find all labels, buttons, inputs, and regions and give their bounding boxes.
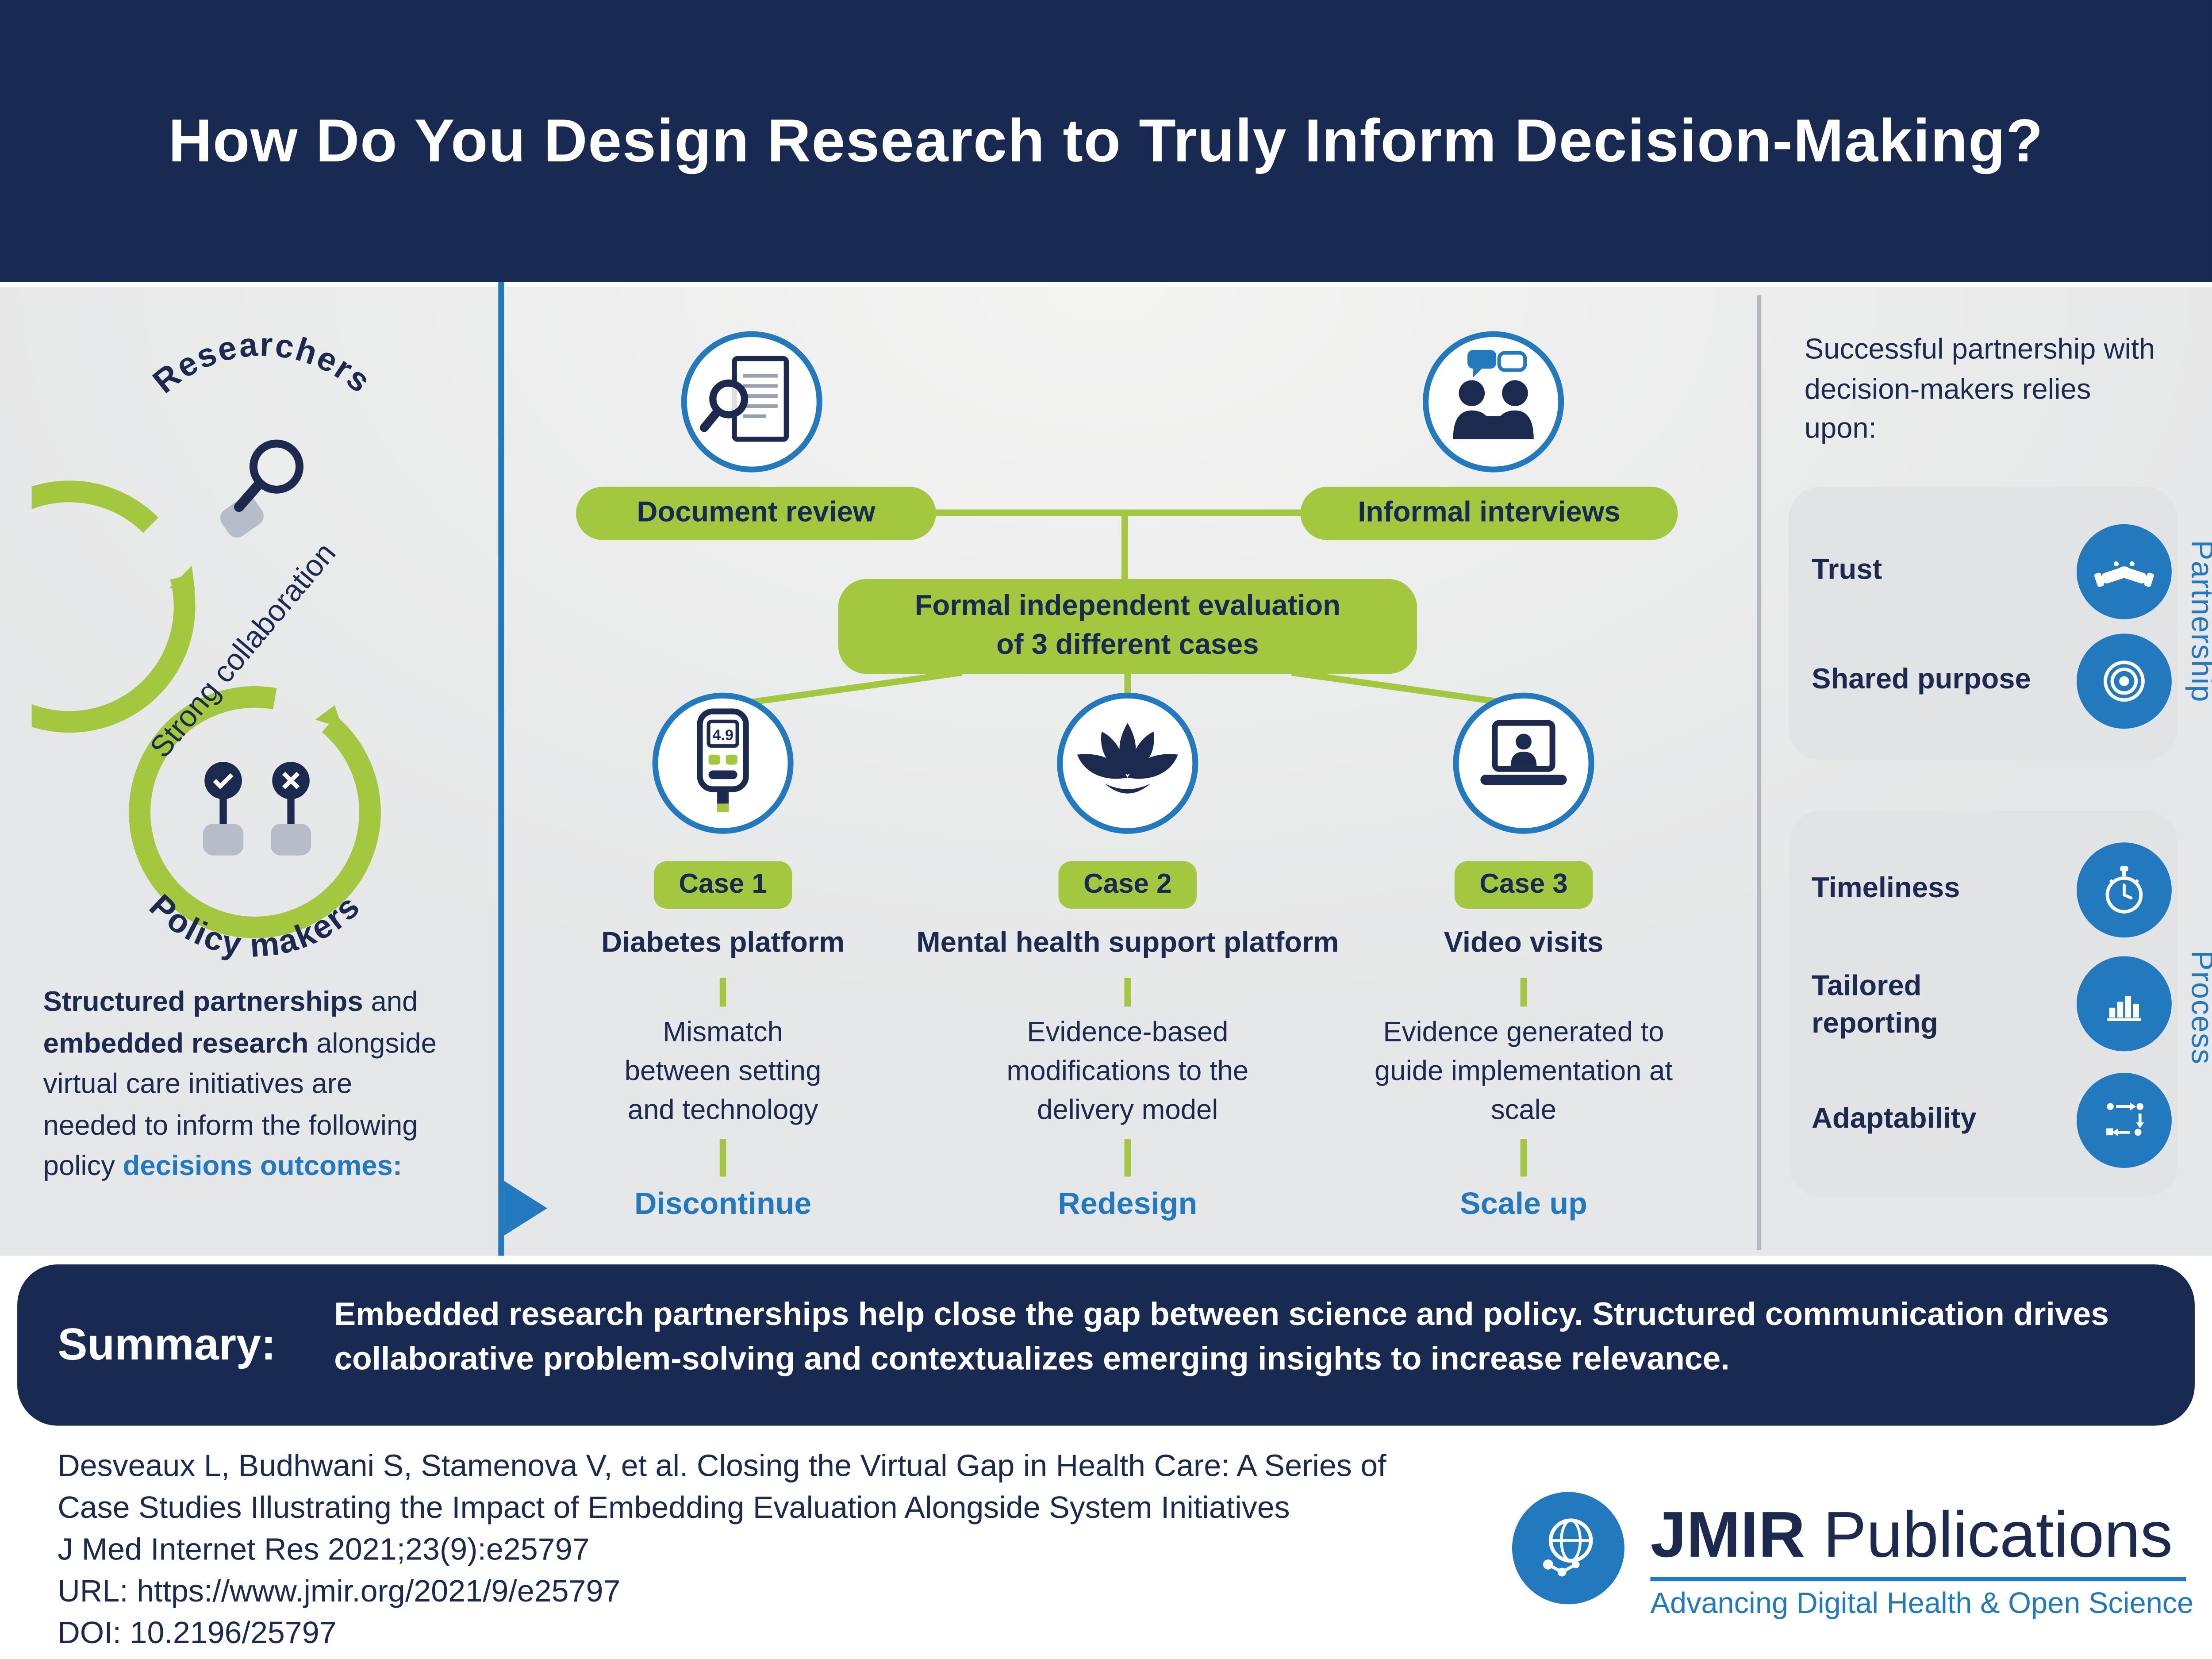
adapt-arrows-icon <box>2106 1102 2144 1137</box>
glucose-meter-value: 4.9 <box>712 727 733 744</box>
researchers-ring-arrow-icon <box>169 565 195 591</box>
tailored-reporting-badge <box>2076 956 2172 1052</box>
paragraph-highlight: decisions outcomes: <box>123 1150 403 1183</box>
case1-circle: 4.9 <box>652 692 794 834</box>
trust-label: Trust <box>1812 554 1882 586</box>
left-divider-line <box>498 282 504 1256</box>
divider-arrow-icon <box>504 1181 547 1236</box>
case1-description: Mismatch between setting and technology <box>624 1017 822 1126</box>
right-intro-text: Successful partnership with decision-mak… <box>1804 334 2155 445</box>
researchers-ring <box>31 480 196 733</box>
process-axis-label: Process <box>2185 950 2212 1065</box>
adaptability-label: Adaptability <box>1812 1103 1977 1135</box>
partnership-axis-label: Partnership <box>2185 540 2212 703</box>
case2-outcome: Redesign <box>1058 1187 1198 1221</box>
paragraph-bold-structured: Structured partnerships <box>43 986 363 1018</box>
case3-badge: Case 3 <box>1454 861 1593 909</box>
document-review-icon <box>700 356 789 442</box>
policy-ring-arrow-icon <box>315 705 343 729</box>
right-divider-line <box>1757 295 1762 1250</box>
left-intro-paragraph: Structured partnerships and embedded res… <box>43 982 439 1187</box>
bar-chart-icon <box>2107 995 2141 1022</box>
informal-interviews-label: Informal interviews <box>1358 497 1621 529</box>
svg-text:Researchers: Researchers <box>146 326 379 400</box>
paragraph-bold-embedded: embedded research <box>43 1027 309 1060</box>
summary-text: Embedded research partnerships help clos… <box>334 1296 2109 1377</box>
researcher-magnifier-icon <box>220 439 304 538</box>
citation-url[interactable]: URL: https://www.jmir.org/2021/9/e25797 <box>58 1574 621 1609</box>
document-review-circle <box>681 331 822 472</box>
informal-interviews-pill: Informal interviews <box>1300 487 1678 540</box>
case3-badge-label: Case 3 <box>1479 869 1568 899</box>
target-icon <box>2103 661 2145 702</box>
case2-circle <box>1057 692 1198 834</box>
case3-description: Evidence generated to guide implementati… <box>1374 1017 1673 1126</box>
citation-doi: DOI: 10.2196/25797 <box>58 1616 337 1651</box>
adaptability-badge <box>2076 1073 2172 1168</box>
page-title: How Do You Design Research to Truly Info… <box>168 106 2044 174</box>
case3-title: Video visits <box>1444 927 1604 959</box>
lotus-icon <box>1077 723 1178 794</box>
summary-bar <box>17 1264 2195 1426</box>
shared-purpose-badge <box>2076 634 2172 729</box>
citation-line: J Med Internet Res 2021;23(9):e25797 <box>58 1532 590 1567</box>
case1-badge-label: Case 1 <box>679 869 767 899</box>
jmir-brand-rest: Publications <box>1805 1498 2173 1571</box>
timeliness-label: Timeliness <box>1812 872 1960 905</box>
collaboration-cycle-diagram: Researchers Policy makers Strong collabo… <box>31 326 381 964</box>
summary-label: Summary: <box>58 1319 276 1370</box>
document-review-pill: Document review <box>576 487 936 540</box>
paragraph-text: and <box>363 986 418 1018</box>
jmir-logo-badge <box>1512 1492 1624 1605</box>
document-review-label: Document review <box>637 497 876 529</box>
tailored-reporting-label: Tailored reporting <box>1812 971 1938 1040</box>
case1-outcome: Discontinue <box>634 1187 812 1221</box>
case2-title: Mental health support platform <box>916 927 1339 959</box>
header: How Do You Design Research to Truly Info… <box>0 0 2212 283</box>
policy-vote-paddles-icon <box>203 762 311 856</box>
case3-circle <box>1453 692 1594 834</box>
central-box-line2: of 3 different cases <box>996 629 1259 661</box>
central-box-line1: Formal independent evaluation <box>914 590 1340 622</box>
jmir-brand-rule <box>1650 1577 2186 1582</box>
case3-outcome: Scale up <box>1460 1187 1587 1221</box>
jmir-tagline: Advancing Digital Health & Open Science <box>1650 1587 2194 1621</box>
paragraph-text: alongside virtual care initiatives are n… <box>43 1027 437 1183</box>
informal-interviews-icon <box>1453 350 1534 439</box>
jmir-brand: JMIR Publications <box>1650 1498 2173 1572</box>
jmir-globe-icon <box>1543 1518 1593 1577</box>
informal-interviews-circle <box>1423 331 1564 472</box>
case2-badge: Case 2 <box>1058 861 1197 909</box>
video-visit-icon <box>1480 720 1567 785</box>
case1-badge: Case 1 <box>653 861 792 909</box>
case1-title: Diabetes platform <box>601 927 845 959</box>
policy-ring <box>129 686 381 938</box>
glucose-meter-icon: 4.9 <box>697 708 749 812</box>
case2-description: Evidence-based modifications to the deli… <box>1006 1017 1249 1126</box>
trust-badge <box>2076 524 2172 619</box>
case2-badge-label: Case 2 <box>1083 869 1172 899</box>
timeliness-badge <box>2076 842 2172 938</box>
central-evaluation-box: Formal independent evaluation of 3 diffe… <box>838 579 1417 674</box>
shared-purpose-label: Shared purpose <box>1812 664 2031 696</box>
handshake-icon <box>2094 561 2154 587</box>
jmir-brand-bold: JMIR <box>1650 1498 1805 1571</box>
citation-line: Case Studies Illustrating the Impact of … <box>58 1490 1290 1525</box>
researchers-label: Researchers <box>146 326 377 400</box>
stopwatch-icon <box>2105 866 2143 914</box>
citation-line: Desveaux L, Budhwani S, Stamenova V, et … <box>58 1448 1386 1483</box>
